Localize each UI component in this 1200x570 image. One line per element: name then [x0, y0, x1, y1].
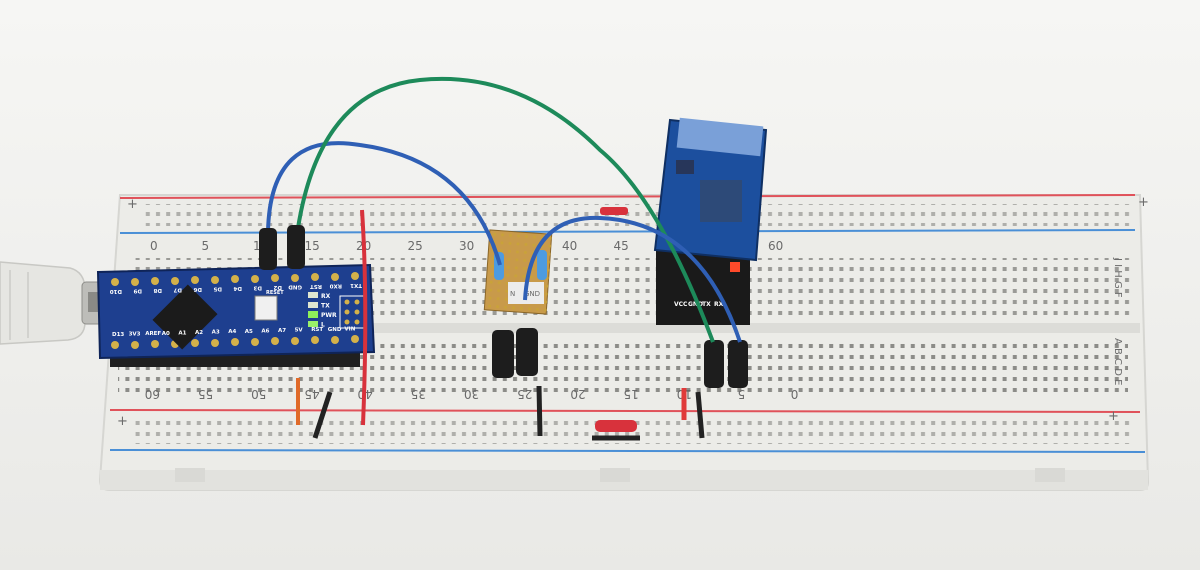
column-number: 35 — [411, 387, 426, 401]
nano-pin-label: D2 — [273, 284, 282, 290]
nano-pin-label: A6 — [261, 328, 269, 334]
bottom-blue-rail — [109, 449, 1146, 453]
blue-wire-right — [523, 215, 742, 343]
nano-pin-label: D6 — [193, 286, 202, 292]
nano-pin-label: D4 — [233, 285, 242, 291]
nano-pin-label: RX0 — [330, 283, 342, 289]
mcu-chip — [152, 284, 218, 350]
column-number: 45 — [614, 239, 629, 253]
column-number: 30 — [459, 239, 474, 253]
plus-bottom-left: + — [117, 414, 128, 429]
column-number: 25 — [408, 239, 423, 253]
divider-label-n: N — [510, 290, 515, 298]
column-number: 60 — [145, 387, 160, 401]
bt-pin-vcc: VCC — [674, 301, 688, 308]
nano-pin-label: D5 — [213, 286, 222, 292]
column-number: 5 — [202, 239, 210, 253]
column-number: 5 — [738, 387, 746, 401]
column-number: 45 — [304, 387, 319, 401]
pwr-led — [308, 311, 318, 318]
nano-pin-label: A0 — [162, 331, 170, 337]
column-number: 30 — [464, 387, 479, 401]
bt-pin-gnd: GND — [688, 301, 703, 308]
nano-led-label: TX — [321, 303, 330, 310]
nano-pin-label: A7 — [278, 328, 286, 334]
bottom-jumpers — [296, 207, 705, 441]
nano-pin-label: D10 — [110, 288, 122, 294]
bottom-column-numbers: 605550454035302520151050 — [145, 387, 799, 401]
nano-pin-label: D3 — [253, 285, 262, 291]
divider-label-gnd: GND — [524, 290, 540, 298]
reset-button — [254, 295, 278, 321]
nano-led-label: RX — [321, 293, 331, 300]
column-number: 50 — [251, 387, 266, 401]
nano-pin-label: GND — [288, 284, 302, 290]
bt-status-led — [730, 262, 740, 272]
nano-pin-label: D7 — [173, 287, 182, 293]
column-number: 20 — [570, 387, 585, 401]
column-number: 55 — [198, 387, 213, 401]
nano-pin-label: A5 — [245, 329, 253, 335]
nano-pin-label: VIN — [344, 326, 355, 332]
nano-pin-label: A3 — [212, 330, 220, 336]
nano-pin-label: 3V3 — [129, 332, 141, 338]
nano-pin-label: RST — [311, 327, 323, 333]
nano-top-pin-labels: TX1 RX0 RST GND D2 D3 D4 D5 D6 D7 D8 D9 D10 — [110, 282, 362, 294]
reset-label: RESET — [266, 290, 284, 296]
plus-top-right: + — [1138, 195, 1149, 210]
nano-pin-label: A4 — [228, 329, 236, 335]
row-letters-right-bottom: A B C D E — [1112, 338, 1123, 385]
nano-led-labels: RX TX PWR L — [321, 293, 337, 329]
plus-top-left: + — [127, 197, 138, 212]
center-channel — [108, 323, 1140, 333]
column-number: 15 — [624, 387, 639, 401]
blue-wire-left — [266, 141, 502, 266]
top-rail-holes — [140, 204, 1130, 226]
bt-antenna — [676, 117, 764, 157]
nano-pin-label: TX1 — [350, 282, 362, 288]
bluetooth-module: VCC GND TX RX — [653, 117, 768, 388]
nano-led-label: L — [321, 322, 325, 329]
nano-pin-label: AREF — [145, 331, 161, 337]
bottom-red-rail — [109, 409, 1141, 413]
nano-pin-label: RST — [310, 283, 322, 289]
jumper-wires — [259, 76, 742, 343]
bt-chip — [700, 180, 742, 222]
nano-pin-label: D9 — [133, 288, 142, 294]
column-number: 0 — [791, 387, 799, 401]
red-jumper-wire — [360, 209, 368, 426]
column-number: 25 — [517, 387, 532, 401]
bt-pin-rx: RX — [714, 301, 724, 308]
plus-bottom-right: + — [1108, 409, 1119, 424]
column-number: 40 — [562, 239, 577, 253]
top-red-rail — [119, 194, 1136, 199]
bt-pin-tx: TX — [702, 301, 711, 308]
column-number: 60 — [768, 239, 783, 253]
row-letters-right-top: J I H G F — [1112, 257, 1123, 298]
nano-pin-label: D8 — [153, 287, 162, 293]
nano-pin-label: D13 — [112, 332, 124, 338]
nano-pin-label: GND — [328, 327, 342, 333]
nano-pin-label: A1 — [178, 330, 186, 336]
column-number: 0 — [150, 239, 158, 253]
nano-led-label: PWR — [321, 312, 337, 319]
column-number: 15 — [305, 239, 320, 253]
nano-pin-label: 5V — [295, 328, 304, 334]
nano-pin-label: A2 — [195, 330, 203, 336]
green-wire — [296, 76, 715, 343]
